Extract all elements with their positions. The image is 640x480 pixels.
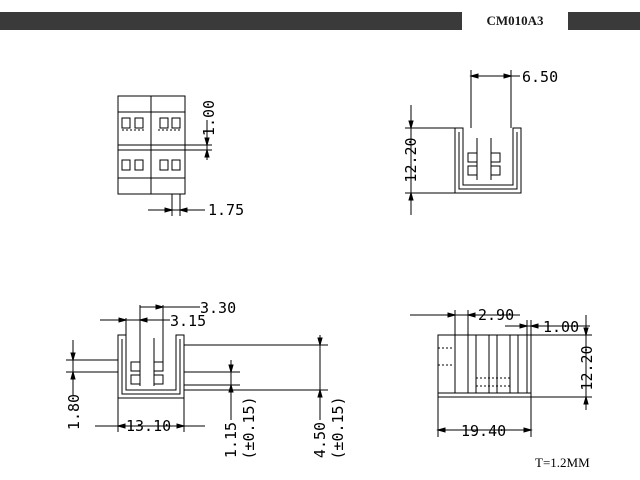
- view-top-right: [405, 70, 522, 215]
- dim-bl-c: 1.80: [65, 394, 83, 430]
- dim-br-c: 12.20: [578, 345, 596, 390]
- dim-tr-top: 6.50: [522, 68, 558, 86]
- dim-br-a: 2.90: [478, 306, 514, 324]
- dim-bl-f: 4.50: [311, 422, 329, 458]
- view-bottom-left: [66, 304, 328, 432]
- dim-tr-height: 12.20: [402, 137, 420, 182]
- dim-br-d: 19.40: [461, 422, 506, 440]
- thickness-note: T=1.2MM: [535, 455, 590, 470]
- dim-bl-f-tol: (±0.15): [329, 396, 347, 459]
- dim-bl-b: 3.15: [170, 312, 206, 330]
- view-top-left: [117, 95, 212, 216]
- dim-bl-e: 1.15: [222, 422, 240, 458]
- title-bar-right: [568, 12, 640, 30]
- dim-bl-d: 13.10: [126, 417, 171, 435]
- title-bar-left: [0, 12, 462, 30]
- view-bottom-right: [410, 310, 592, 437]
- dim-bl-e-tol: (±0.15): [240, 396, 258, 459]
- dim-br-b: 1.00: [543, 318, 579, 336]
- title-bar: CM010A3: [0, 12, 640, 30]
- part-code: CM010A3: [486, 13, 544, 28]
- dim-bl-a: 3.30: [200, 299, 236, 317]
- dim-tl-width: 1.75: [208, 201, 244, 219]
- dimension-labels: 1.00 1.75 6.50 12.20 3.30 3.15 1.80 13.1…: [65, 68, 596, 460]
- dim-tl-height: 1.00: [200, 100, 218, 136]
